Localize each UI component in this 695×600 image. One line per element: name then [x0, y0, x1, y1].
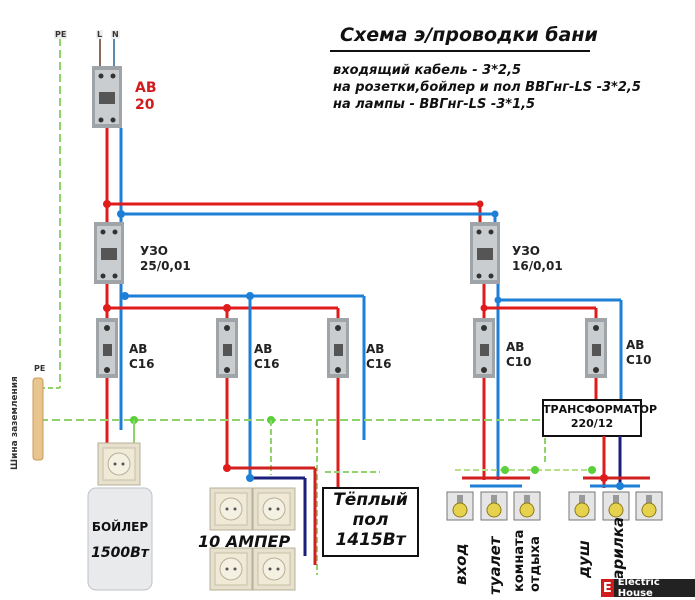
- breaker-label-4: АВ С10: [506, 340, 532, 370]
- breaker-4-type: АВ: [506, 340, 525, 354]
- breaker-label-1: АВ С16: [129, 342, 155, 372]
- boiler-name: БОЙЛЕР: [91, 520, 149, 534]
- warm-floor-line2: пол: [352, 510, 389, 530]
- socket-4: [252, 547, 296, 591]
- boiler-socket: [97, 442, 141, 486]
- transformer-box: [542, 399, 642, 437]
- lamp-entrance: [446, 491, 474, 521]
- boiler-tank: [87, 487, 153, 591]
- socket-1: [209, 487, 253, 531]
- brand-name: Electric House: [617, 577, 660, 599]
- lamp-toilet: [480, 491, 508, 521]
- spec-line-3: на лампы - ВВГнг-LS -3*1,5: [333, 97, 536, 112]
- lamp-extra: [635, 491, 663, 521]
- sockets-rating-label: 10 АМПЕР: [198, 532, 291, 551]
- breaker-2-rating: С16: [254, 357, 280, 371]
- lamp-label-toilet: туалет: [486, 536, 504, 595]
- breaker-1-type: АВ: [129, 342, 148, 356]
- rcd-right-rating: 16/0,01: [512, 259, 563, 273]
- brand-logo-icon: E: [601, 579, 614, 597]
- input-n-label: N: [111, 30, 120, 39]
- warm-floor-line1: Тёплый: [333, 490, 408, 510]
- breaker-1-rating: С16: [129, 357, 155, 371]
- warm-floor-power: 1415Вт: [335, 530, 406, 550]
- title-underline: [330, 50, 590, 52]
- lamp-label-room: комната: [512, 529, 527, 592]
- breaker-c16-3: [327, 318, 349, 378]
- breaker-4-rating: С10: [506, 355, 532, 369]
- lamp-label-rest: отдыха: [528, 536, 543, 592]
- main-breaker-label: АВ 20: [135, 80, 157, 114]
- ground-bus-caption: Шина заземления: [10, 376, 20, 470]
- lamp-steam-room: [602, 491, 630, 521]
- rcd-right: [470, 222, 500, 284]
- breaker-c10-2: [585, 318, 607, 378]
- breaker-c16-2: [216, 318, 238, 378]
- ground-bus-bar: [32, 377, 44, 461]
- transformer-label: ТРАНСФОРМАТОР 220/12: [543, 403, 658, 431]
- rcd-left-rating: 25/0,01: [140, 259, 191, 273]
- breaker-label-3: АВ С16: [366, 342, 392, 372]
- warm-floor-label: Тёплый пол 1415Вт: [323, 490, 418, 550]
- lamp-rest-room: [513, 491, 541, 521]
- breaker-5-rating: С10: [626, 353, 652, 367]
- main-breaker: [92, 66, 122, 128]
- lamp-label-shower: душ: [575, 540, 593, 578]
- breaker-5-type: АВ: [626, 338, 645, 352]
- rcd-right-label: УЗО 16/0,01: [512, 244, 563, 274]
- ground-bus-pe-label: PE: [34, 364, 46, 373]
- breaker-3-rating: С16: [366, 357, 392, 371]
- socket-3: [209, 547, 253, 591]
- breaker-c10-1: [473, 318, 495, 378]
- diagram-title: Схема э/проводки бани: [340, 24, 598, 46]
- breaker-label-5: АВ С10: [626, 338, 652, 368]
- breaker-label-2: АВ С16: [254, 342, 280, 372]
- rcd-left-label: УЗО 25/0,01: [140, 244, 191, 274]
- warm-floor-box: [322, 487, 419, 557]
- lamp-label-entrance: вход: [452, 543, 470, 585]
- main-breaker-type: АВ: [135, 80, 157, 96]
- spec-line-1: входящий кабель - 3*2,5: [333, 63, 522, 78]
- socket-2: [252, 487, 296, 531]
- rcd-left-type: УЗО: [140, 244, 168, 258]
- rcd-left: [94, 222, 124, 284]
- input-l-label: L: [96, 30, 104, 39]
- boiler-power: 1500Вт: [91, 545, 149, 561]
- main-breaker-rating: 20: [135, 97, 155, 113]
- breaker-3-type: АВ: [366, 342, 385, 356]
- input-pe-label: PE: [54, 30, 68, 39]
- spec-line-2: на розетки,бойлер и пол ВВГнг-LS -3*2,5: [333, 80, 641, 95]
- lamp-shower: [568, 491, 596, 521]
- breaker-2-type: АВ: [254, 342, 273, 356]
- transformer-title: ТРАНСФОРМАТОР: [543, 403, 658, 416]
- breaker-c16-1: [96, 318, 118, 378]
- transformer-ratio: 220/12: [570, 417, 614, 430]
- rcd-right-type: УЗО: [512, 244, 540, 258]
- brand-badge: E Electric House: [601, 577, 695, 599]
